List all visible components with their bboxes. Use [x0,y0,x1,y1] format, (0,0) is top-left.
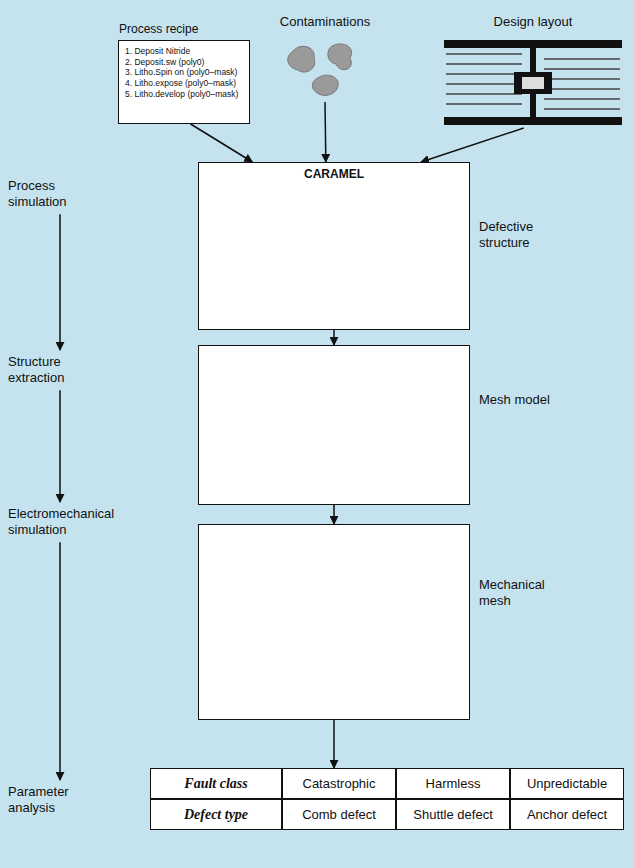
flow-connector [421,128,524,162]
table-cell: Catastrophic [282,768,396,799]
flow-arrow [59,542,61,780]
mechanical-box: Mechanical mesh [198,524,470,720]
recipe-step: 3. Litho.Spin on (poly0–mask) [125,67,243,78]
flow-connector [333,505,335,524]
table-cell: Comb defect [282,799,396,830]
simulation-box: CARAMELDefective structure [198,162,470,330]
stage-label: Parameter analysis [8,784,100,815]
box-caption: Mechanical mesh [479,577,559,608]
flow-arrow [59,390,61,502]
recipe-step: 4. Litho.expose (poly0–mask) [125,78,243,89]
recipe-step: 5. Litho.develop (poly0–mask) [125,89,243,100]
box-caption: Mesh model [479,392,559,408]
table-cell: Unpredictable [510,768,624,799]
layout-group: Design layout [440,14,626,128]
table-cell: Fault class [150,768,282,799]
stage-label: Electromechanical simulation [8,506,138,537]
box-heading: Process recipe [119,22,198,36]
table-cell: Harmless [396,768,510,799]
flow-connector [191,124,253,162]
flow-line [60,214,61,780]
box-caption: Defective structure [479,219,559,250]
flow-connector [333,330,335,345]
flow-connector [333,720,335,768]
contamination-group: Contaminations [270,14,380,102]
stage-label: Structure extraction [8,354,100,385]
design-layout-drawing [444,40,622,125]
box-heading: Design layout [440,14,626,29]
table-cell: Defect type [150,799,282,830]
box-heading: Contaminations [270,14,380,29]
recipe-box: Process recipe1. Deposit Nitride2. Depos… [118,40,250,124]
box-heading: CARAMEL [199,163,469,181]
result-table: Fault classCatastrophicHarmlessUnpredict… [150,768,624,830]
flow-arrow [59,214,61,350]
stage-label: Process simulation [8,178,100,209]
flow-connector [324,102,326,162]
table-cell: Shuttle defect [396,799,510,830]
recipe-step: 1. Deposit Nitride [125,46,243,57]
table-cell: Anchor defect [510,799,624,830]
mesh-box: Mesh model [198,345,470,505]
recipe-step: 2. Deposit.sw (poly0) [125,57,243,68]
contamination-particles [288,44,352,95]
